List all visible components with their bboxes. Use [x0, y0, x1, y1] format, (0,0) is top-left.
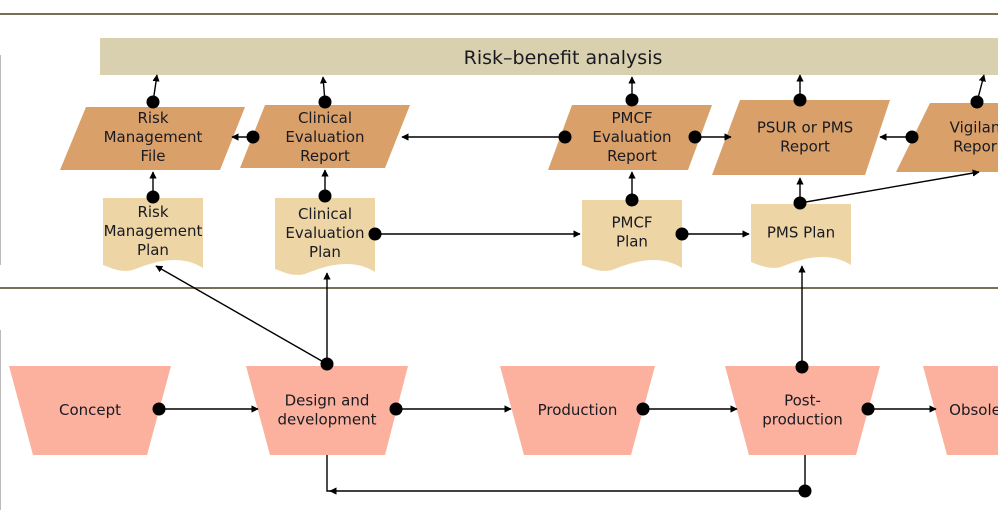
psur-label: PSUR or PMS [757, 119, 853, 137]
rmp-label: Plan [137, 241, 169, 259]
rmf-label: Risk [137, 109, 168, 127]
connector-line [326, 455, 332, 492]
post-production-phase-shape [725, 366, 880, 455]
vigilance-report-shape [896, 103, 998, 172]
connector-dot [798, 484, 812, 498]
cer-report-shape [240, 105, 410, 168]
rmf-label: Management [104, 128, 203, 146]
pmcf-plan-label: Plan [616, 233, 648, 251]
post-production-label: production [762, 411, 843, 429]
production-phase-shape [500, 366, 655, 455]
pmcf-eval-label: Report [607, 147, 657, 165]
cep-document-shape [275, 198, 375, 275]
concept-phase-shape [9, 366, 171, 455]
connector-dot [793, 93, 807, 107]
cer-label: Evaluation [285, 128, 364, 146]
connector-dot [625, 193, 639, 207]
pmcf-plan-document-shape [582, 200, 682, 271]
connector-dot [318, 95, 332, 109]
pms-plan-label: PMS Plan [767, 224, 835, 242]
rmp-label: Management [104, 222, 203, 240]
connector-dot [970, 95, 984, 109]
connector-dot [318, 189, 332, 203]
connector-dot [675, 227, 689, 241]
connector-arrow [799, 172, 979, 204]
cer-label: Report [300, 147, 350, 165]
connector-dot [558, 130, 572, 144]
production-label: Production [538, 401, 618, 419]
cep-label: Clinical [298, 205, 352, 223]
vigilance-label: Vigilan [950, 119, 998, 137]
connector-dot [368, 227, 382, 241]
pmcf-eval-label: Evaluation [592, 128, 671, 146]
connector-dot [793, 196, 807, 210]
obsolete-label: Obsole [949, 401, 998, 419]
pmcf-plan-label: PMCF [611, 214, 652, 232]
design-label: Design and [285, 392, 370, 410]
connector-dot [625, 93, 639, 107]
psur-label: Report [780, 138, 830, 156]
obsolete-phase-shape [923, 366, 998, 455]
design-phase-shape [246, 366, 408, 455]
rmf-label: File [140, 147, 165, 165]
psur-report-shape [712, 100, 890, 175]
rmp-document-shape [103, 198, 203, 271]
connector-dot [861, 402, 875, 416]
pmcf-eval-report-shape [548, 105, 712, 170]
pms-plan-document-shape [751, 204, 851, 268]
post-production-label: Post- [784, 392, 821, 410]
banner-label: Risk–benefit analysis [464, 47, 663, 69]
connector-dot [636, 402, 650, 416]
cep-label: Plan [309, 243, 341, 261]
risk-benefit-banner [100, 38, 998, 75]
connector-dot [795, 360, 809, 374]
cer-label: Clinical [298, 109, 352, 127]
connector-dot [905, 130, 919, 144]
connector-dot [246, 130, 260, 144]
concept-label: Concept [59, 401, 121, 419]
connector-dot [389, 402, 403, 416]
rmp-label: Risk [137, 203, 168, 221]
connector-dot [146, 190, 160, 204]
connector-dot [146, 95, 160, 109]
rmf-report-shape [60, 107, 245, 170]
pmcf-eval-label: PMCF [611, 109, 652, 127]
cep-label: Evaluation [285, 224, 364, 242]
connector-dot [320, 357, 334, 371]
vigilance-label: Repor [953, 138, 998, 156]
connector-dot [152, 402, 166, 416]
connector-arrow [156, 265, 328, 365]
connector-dot [688, 130, 702, 144]
design-label: development [278, 411, 377, 429]
